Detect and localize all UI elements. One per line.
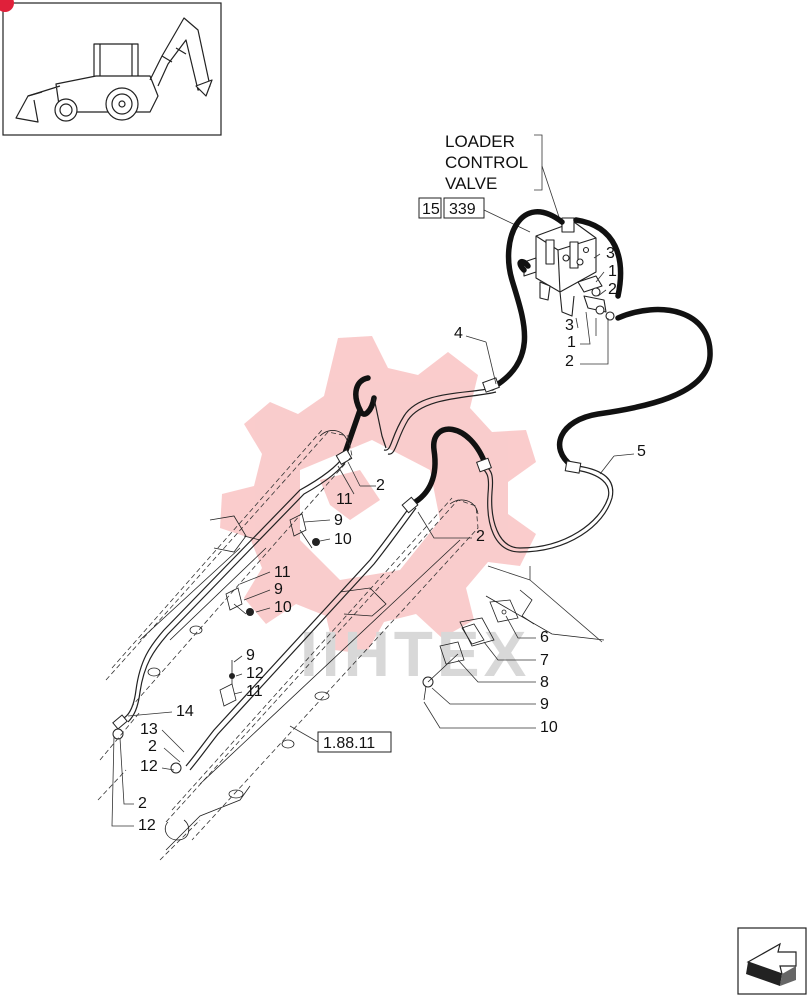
svg-text:13: 13	[140, 721, 158, 738]
svg-text:12: 12	[138, 817, 156, 834]
clamp-c: 9 12 11	[219, 647, 264, 707]
ref-section-number: 15	[422, 201, 440, 218]
fitting-left-labels: 13 2 12	[140, 721, 185, 775]
svg-text:1: 1	[567, 334, 576, 351]
svg-text:12: 12	[140, 758, 158, 775]
loader-control-valve	[523, 217, 615, 321]
svg-text:11: 11	[336, 491, 353, 508]
ref-page-number: 339	[449, 201, 476, 218]
svg-text:9: 9	[246, 647, 255, 664]
tube-14-label: 14	[127, 703, 194, 720]
hose-5	[557, 306, 713, 469]
next-page-arrow-icon[interactable]	[737, 927, 807, 995]
svg-text:2: 2	[608, 281, 617, 298]
svg-text:11: 11	[274, 564, 291, 581]
svg-text:3: 3	[606, 245, 615, 262]
hose-left-arm-down	[341, 407, 363, 459]
tube-5	[485, 465, 610, 549]
svg-text:1: 1	[608, 263, 617, 280]
valve-right-labels: 3 1 2	[593, 245, 617, 298]
svg-text:6: 6	[540, 629, 549, 646]
ref-box-bottom-text: 1.88.11	[323, 735, 375, 752]
svg-text:2: 2	[148, 738, 157, 755]
svg-text:2: 2	[476, 528, 485, 545]
svg-text:14: 14	[176, 703, 194, 720]
svg-text:10: 10	[334, 531, 352, 548]
hose-middle-loop	[409, 426, 489, 507]
svg-text:5: 5	[637, 443, 646, 460]
hydraulic-hoses	[341, 209, 713, 507]
clamp-b: 11 9 10	[225, 564, 292, 616]
watermark-gear-logo	[220, 336, 536, 654]
svg-text:12: 12	[246, 665, 264, 682]
exploded-clamp-assembly: 6 7 8 9 10	[422, 565, 605, 736]
svg-text:2: 2	[376, 477, 385, 494]
hose-top-left-loop	[517, 258, 531, 273]
reference-box-15-339[interactable]: 15 339	[418, 197, 531, 233]
valve-below-labels: 3 1 2	[565, 311, 609, 370]
valve-title-line-3: VALVE	[445, 174, 497, 193]
tube-lower	[185, 503, 413, 767]
badge-icon	[0, 0, 14, 12]
svg-text:8: 8	[540, 674, 549, 691]
clamp-a: 9 10	[289, 512, 352, 549]
svg-text:7: 7	[540, 652, 549, 669]
svg-text:9: 9	[540, 696, 549, 713]
thumbnail-frame	[0, 0, 222, 136]
tube-14	[123, 455, 345, 719]
backhoe-loader-icon	[15, 17, 213, 123]
svg-text:11: 11	[246, 683, 263, 700]
loader-arm-left	[97, 429, 353, 801]
valve-title-line-2: CONTROL	[445, 153, 528, 172]
svg-text:3: 3	[565, 317, 574, 334]
clamp-upper-fitting: 11 2	[336, 461, 385, 508]
valve-title: LOADER CONTROL VALVE	[445, 132, 563, 227]
svg-text:2: 2	[565, 353, 574, 370]
svg-text:9: 9	[274, 581, 283, 598]
hose-valve-right	[573, 217, 624, 299]
loader-arm-right	[159, 497, 479, 861]
hose-4-upper	[489, 209, 565, 391]
mid-fitting-label: 2	[417, 511, 485, 545]
svg-text:9: 9	[334, 512, 343, 529]
svg-text:4: 4	[454, 325, 463, 342]
fitting-bottom-labels: 2 12	[111, 735, 156, 834]
svg-text:10: 10	[274, 599, 292, 616]
steel-tubes	[123, 387, 614, 771]
valve-title-line-1: LOADER	[445, 132, 515, 151]
svg-text:2: 2	[138, 795, 147, 812]
reference-box-1-88-11[interactable]: 1.88.11	[289, 725, 392, 753]
hose-labels: 4 5	[454, 325, 646, 475]
tube-4	[383, 387, 493, 451]
svg-text:10: 10	[540, 719, 558, 736]
